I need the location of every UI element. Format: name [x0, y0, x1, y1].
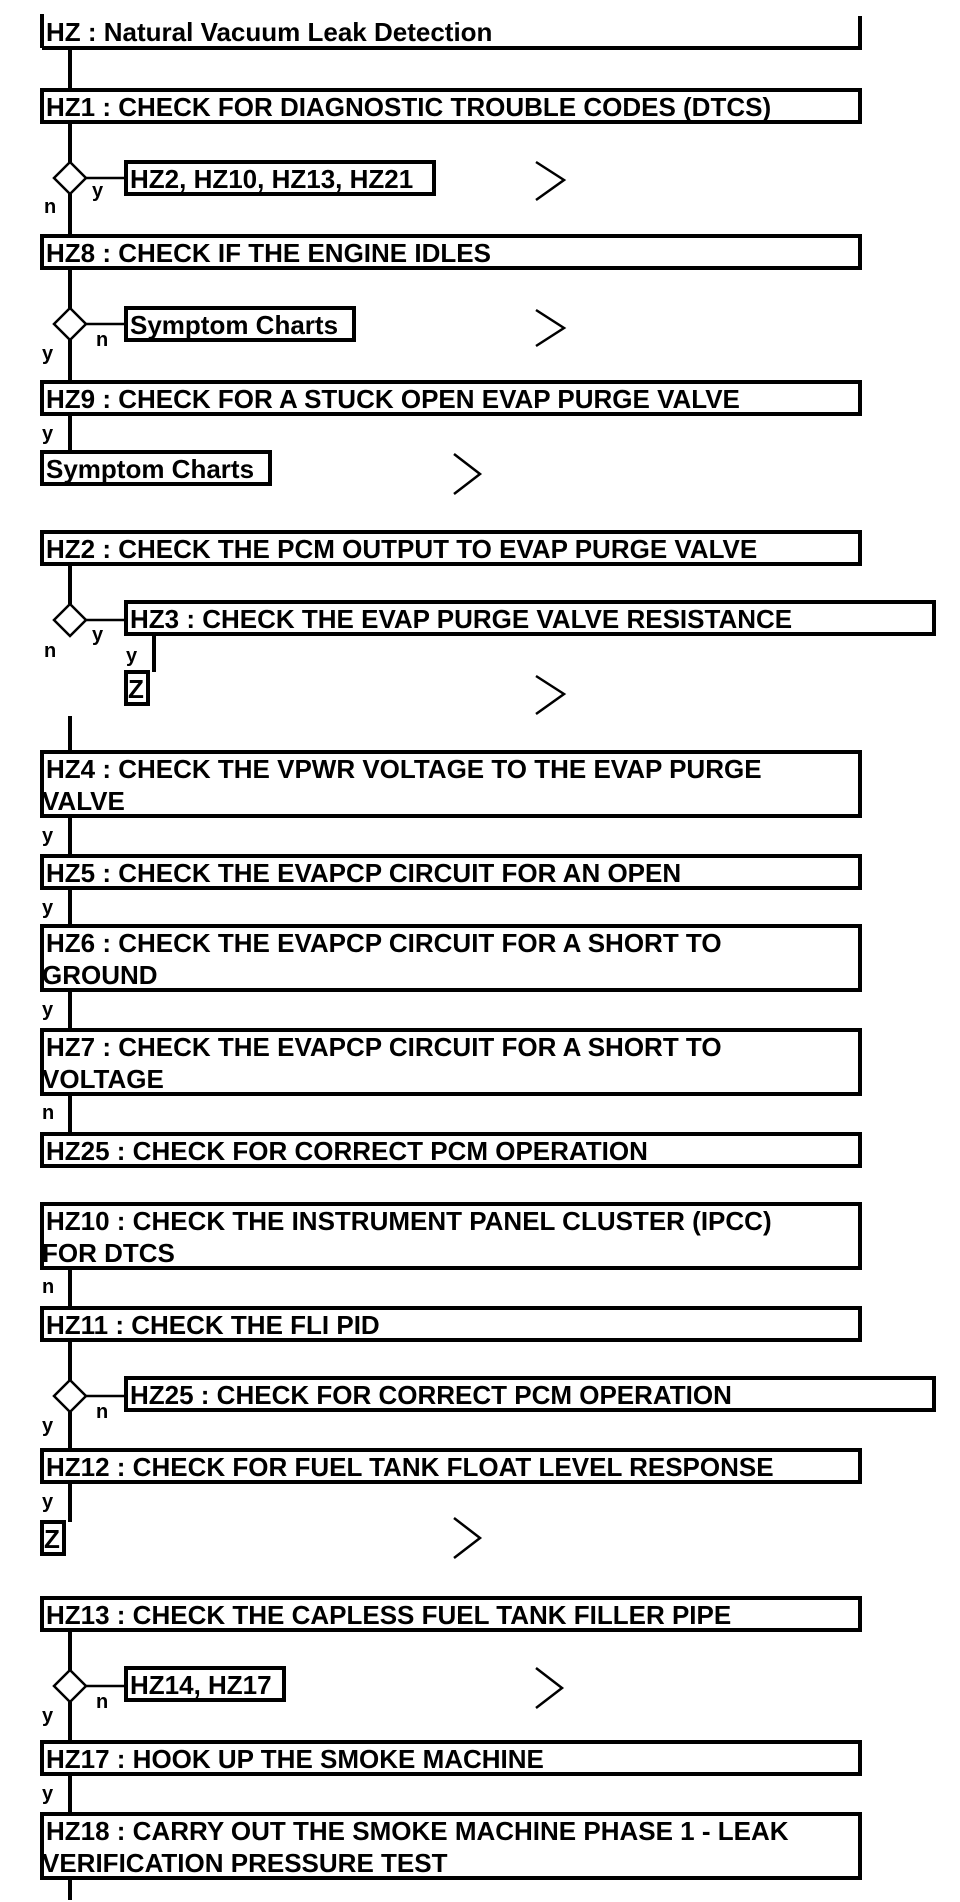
- hz6-box[interactable]: [40, 924, 862, 992]
- hz10-box[interactable]: [40, 1202, 862, 1270]
- yes-label: y: [42, 1415, 54, 1437]
- decision-diamond: [52, 160, 88, 196]
- hz12-target-label: Z: [44, 1524, 60, 1554]
- yes-label: y: [42, 343, 54, 365]
- yes-label: y: [42, 897, 54, 919]
- hz13-target-box[interactable]: [124, 1666, 286, 1702]
- section-hz10: HZ10 : CHECK THE INSTRUMENT PANEL CLUSTE…: [40, 1202, 936, 1559]
- no-label: n: [96, 329, 108, 351]
- hz7-box[interactable]: [40, 1028, 862, 1096]
- hz9-target-box[interactable]: [40, 450, 272, 486]
- hz12-label: HZ12 : CHECK FOR FUEL TANK FLOAT LEVEL R…: [46, 1452, 774, 1482]
- hz12-target-box[interactable]: [40, 1520, 66, 1556]
- hz10-label-line1: HZ10 : CHECK THE INSTRUMENT PANEL CLUSTE…: [46, 1206, 772, 1236]
- hz13-target-label: HZ14, HZ17: [130, 1670, 272, 1700]
- yes-label: y: [42, 423, 54, 445]
- hz3-label: HZ3 : CHECK THE EVAP PURGE VALVE RESISTA…: [130, 604, 792, 634]
- hz11-target-label: HZ25 : CHECK FOR CORRECT PCM OPERATION: [130, 1380, 732, 1410]
- no-label: n: [44, 196, 56, 218]
- no-label: n: [42, 1276, 54, 1298]
- yes-label: y: [126, 645, 138, 667]
- hz2-label: HZ2 : CHECK THE PCM OUTPUT TO EVAP PURGE…: [46, 534, 757, 564]
- no-label: n: [42, 1102, 54, 1124]
- hz1-target-label: HZ2, HZ10, HZ13, HZ21: [130, 164, 413, 194]
- hz8-box[interactable]: [40, 234, 862, 270]
- decision-diamond: [52, 1668, 88, 1704]
- no-label: n: [44, 640, 56, 662]
- hz18-label-line2: VERIFICATION PRESSURE TEST: [42, 1848, 448, 1878]
- hz17-label: HZ17 : HOOK UP THE SMOKE MACHINE: [46, 1744, 544, 1774]
- yes-label: y: [42, 1491, 54, 1513]
- decision-diamond: [52, 602, 88, 638]
- hz3-target-label: Z: [128, 674, 144, 704]
- hz5-box[interactable]: [40, 854, 862, 890]
- chevron-right-icon[interactable]: [453, 453, 483, 495]
- hz8-target-label: Symptom Charts: [130, 310, 338, 340]
- hz10-label-line2: FOR DTCS: [42, 1238, 175, 1268]
- section-hz13: HZ13 : CHECK THE CAPLESS FUEL TANK FILLE…: [40, 1596, 862, 1900]
- yes-label: y: [42, 825, 54, 847]
- hz9-target-label: Symptom Charts: [46, 454, 254, 484]
- hz13-box[interactable]: [40, 1596, 862, 1632]
- hz2-box[interactable]: [40, 530, 862, 566]
- hz25-label: HZ25 : CHECK FOR CORRECT PCM OPERATION: [46, 1136, 648, 1166]
- hz1-box[interactable]: [40, 88, 862, 124]
- hz7-label-line2: VOLTAGE: [42, 1064, 164, 1094]
- hz7-label-line1: HZ7 : CHECK THE EVAPCP CIRCUIT FOR A SHO…: [46, 1032, 722, 1062]
- hz1-target-box[interactable]: [124, 160, 436, 196]
- hz11-label: HZ11 : CHECK THE FLI PID: [46, 1310, 380, 1340]
- hz25-box[interactable]: [40, 1132, 862, 1168]
- chevron-right-icon[interactable]: [535, 1667, 565, 1709]
- hz18-label-line1: HZ18 : CARRY OUT THE SMOKE MACHINE PHASE…: [46, 1816, 789, 1846]
- chevron-right-icon[interactable]: [453, 1517, 483, 1559]
- hz1-label: HZ1 : CHECK FOR DIAGNOSTIC TROUBLE CODES…: [46, 92, 771, 122]
- hz-title: HZ : Natural Vacuum Leak Detection: [46, 17, 492, 47]
- hz12-box[interactable]: [40, 1448, 862, 1484]
- no-label: n: [96, 1401, 108, 1423]
- hz8-label: HZ8 : CHECK IF THE ENGINE IDLES: [46, 238, 491, 268]
- yes-label: y: [92, 180, 104, 202]
- decision-diamond: [52, 306, 88, 342]
- hz11-box[interactable]: [40, 1306, 862, 1342]
- yes-label: y: [42, 1705, 54, 1727]
- no-label: n: [96, 1691, 108, 1713]
- hz3-box[interactable]: [124, 600, 936, 636]
- yes-label: y: [92, 624, 104, 646]
- hz3-target-box[interactable]: [124, 670, 150, 706]
- hz4-label-line2: VALVE: [42, 786, 125, 816]
- section-hz: HZ : Natural Vacuum Leak Detection HZ1 :…: [40, 14, 862, 495]
- chevron-right-icon[interactable]: [535, 674, 567, 716]
- chevron-right-icon[interactable]: [535, 308, 567, 348]
- hz17-box[interactable]: [40, 1740, 862, 1776]
- yes-label: y: [42, 999, 54, 1021]
- hz6-label-line2: GROUND: [42, 960, 158, 990]
- hz9-box[interactable]: [40, 380, 862, 416]
- hz11-target-box[interactable]: [124, 1376, 936, 1412]
- decision-diamond: [52, 1378, 88, 1414]
- hz18-box[interactable]: [40, 1812, 862, 1880]
- hz4-box[interactable]: [40, 750, 862, 818]
- hz6-label-line1: HZ6 : CHECK THE EVAPCP CIRCUIT FOR A SHO…: [46, 928, 722, 958]
- section-hz2: HZ2 : CHECK THE PCM OUTPUT TO EVAP PURGE…: [40, 530, 936, 1168]
- yes-label: y: [42, 1783, 54, 1805]
- hz8-target-box[interactable]: [124, 306, 356, 342]
- hz4-label-line1: HZ4 : CHECK THE VPWR VOLTAGE TO THE EVAP…: [46, 754, 762, 784]
- hz9-label: HZ9 : CHECK FOR A STUCK OPEN EVAP PURGE …: [46, 384, 740, 414]
- chevron-right-icon[interactable]: [535, 160, 567, 202]
- hz13-label: HZ13 : CHECK THE CAPLESS FUEL TANK FILLE…: [46, 1600, 731, 1630]
- hz5-label: HZ5 : CHECK THE EVAPCP CIRCUIT FOR AN OP…: [46, 858, 681, 888]
